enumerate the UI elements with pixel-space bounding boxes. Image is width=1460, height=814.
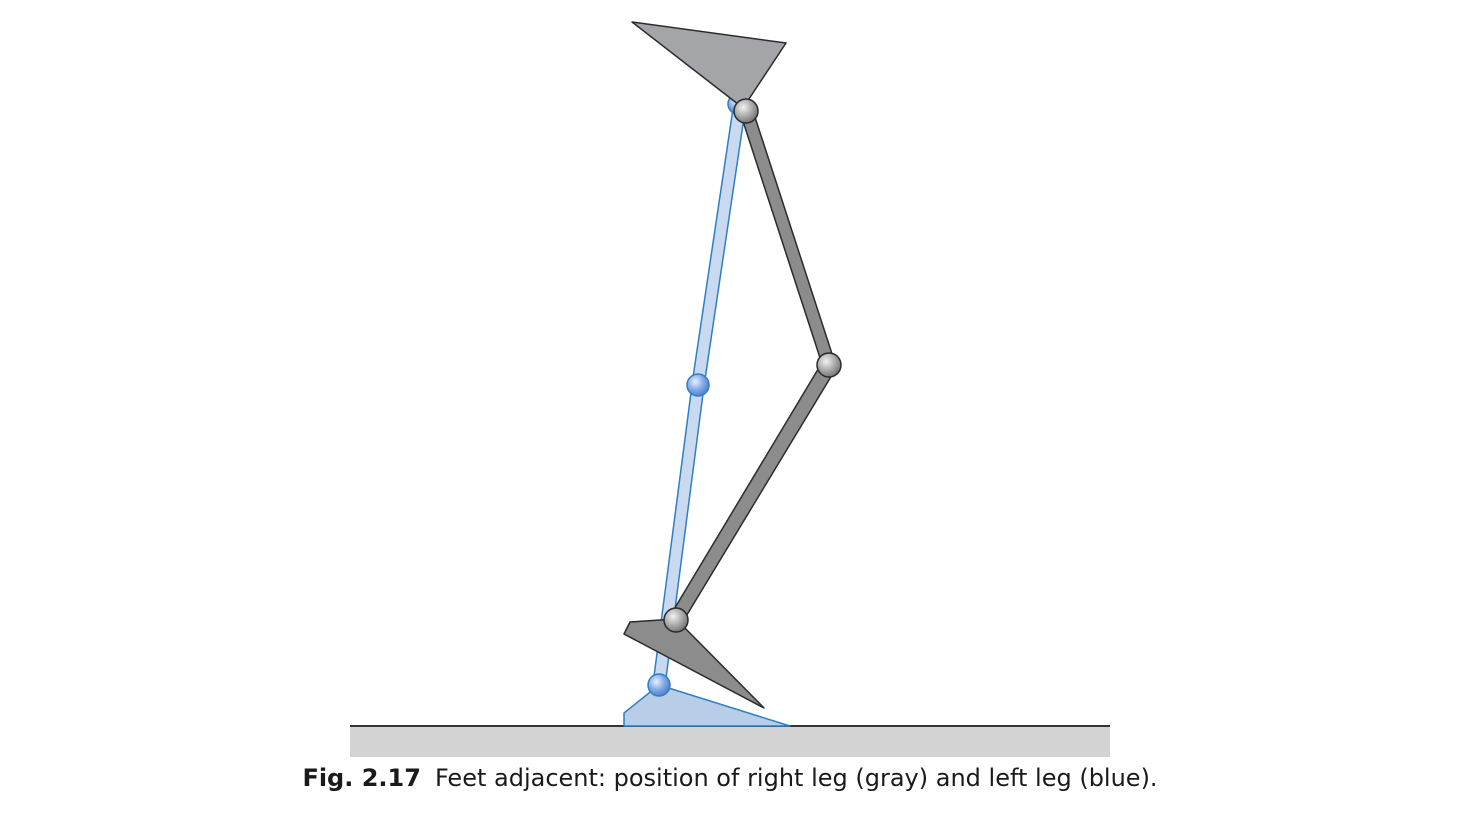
right-hip-joint bbox=[733, 98, 759, 124]
left-foot bbox=[623, 684, 791, 727]
figure-caption: Fig. 2.17 Feet adjacent: position of righ… bbox=[0, 764, 1460, 793]
right-ankle-joint bbox=[663, 607, 689, 633]
caption-text: Feet adjacent: position of right leg (gr… bbox=[434, 764, 1158, 792]
figure-label: Fig. 2.17 bbox=[302, 764, 421, 792]
right-leg-gray bbox=[623, 98, 842, 709]
right-foot bbox=[623, 618, 765, 709]
right-thigh bbox=[739, 107, 836, 368]
left-knee-joint bbox=[686, 373, 710, 397]
left-leg-blue bbox=[623, 93, 791, 727]
ground-block bbox=[350, 726, 1110, 757]
right-knee-joint bbox=[816, 352, 842, 378]
left-thigh bbox=[691, 101, 747, 387]
left-ankle-joint bbox=[647, 673, 671, 697]
pelvis bbox=[631, 21, 787, 109]
